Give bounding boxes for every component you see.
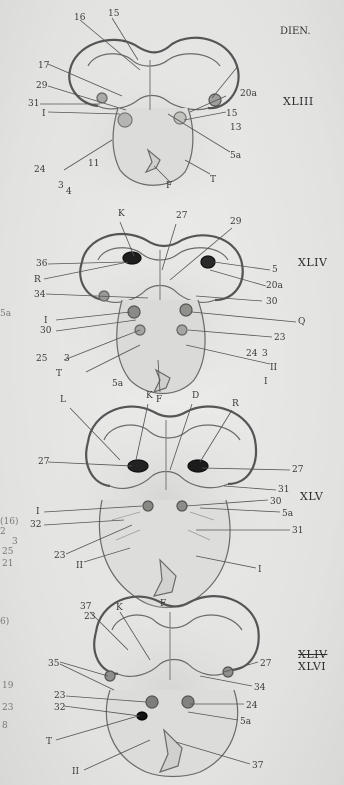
label: 30 xyxy=(40,327,51,336)
label: 29 xyxy=(36,82,47,91)
label: 16 xyxy=(74,14,85,23)
label: 34 xyxy=(254,684,265,693)
margin-label: 6) xyxy=(0,618,9,627)
label: 32 xyxy=(54,704,65,713)
label: 20a xyxy=(266,282,283,291)
margin-label: 3 xyxy=(12,538,18,547)
label: 30 xyxy=(266,298,277,307)
label: II xyxy=(72,768,79,777)
label: F xyxy=(166,182,172,191)
label: 25 xyxy=(36,355,47,364)
label: T xyxy=(56,370,62,379)
label: 5a xyxy=(282,510,293,519)
label: 5a xyxy=(230,152,241,161)
label: I xyxy=(264,378,268,387)
label: Q xyxy=(298,318,305,327)
section-label-xliv: XLIV xyxy=(298,256,327,269)
label: 23 xyxy=(54,552,65,561)
label: 32 xyxy=(30,521,41,530)
label: K xyxy=(116,604,123,613)
section-xlv xyxy=(55,405,275,608)
label: 31 xyxy=(278,486,289,495)
section-label-xlv: XLV xyxy=(300,490,323,503)
label: 27 xyxy=(292,466,303,475)
label: 3 xyxy=(58,182,64,191)
label: D xyxy=(192,392,199,401)
margin-label: 5a xyxy=(0,310,11,319)
label: 3 xyxy=(262,350,268,359)
label: I xyxy=(42,110,46,119)
label: 4 xyxy=(66,188,72,197)
label: 35 xyxy=(48,660,59,669)
label: T xyxy=(46,738,52,747)
label: 5 xyxy=(272,266,278,275)
margin-label: 2 xyxy=(0,528,6,537)
margin-label: 23 xyxy=(2,704,13,713)
label: 37 xyxy=(80,603,91,612)
label: 13 xyxy=(230,124,241,133)
label: F xyxy=(156,396,162,405)
margin-label: 25 xyxy=(2,548,13,557)
label: I xyxy=(258,566,262,575)
label: T xyxy=(210,176,216,185)
label: 31 xyxy=(292,527,303,536)
label: 24 xyxy=(34,166,45,175)
section-label-xliii: XLIII xyxy=(283,95,314,108)
label: 24 xyxy=(246,702,257,711)
label: 24 xyxy=(246,350,257,359)
label: 20a xyxy=(240,90,257,99)
label: 27 xyxy=(260,660,271,669)
label: 15 xyxy=(226,110,237,119)
margin-label: 8 xyxy=(2,722,8,731)
label: II xyxy=(270,364,277,373)
label: 27 xyxy=(38,458,49,467)
label: 5a xyxy=(112,380,123,389)
label: R xyxy=(232,400,239,409)
label: 3 xyxy=(64,355,70,364)
label: I xyxy=(36,508,40,517)
label: 23 xyxy=(84,613,95,622)
label: 37 xyxy=(252,762,263,771)
label: 11 xyxy=(88,160,99,169)
label: 31 xyxy=(28,100,39,109)
label: 23 xyxy=(274,334,285,343)
label: K xyxy=(146,392,153,401)
label: F xyxy=(160,600,166,609)
label: 30 xyxy=(270,498,281,507)
margin-label: 21 xyxy=(2,560,13,569)
label: 36 xyxy=(36,260,47,269)
section-xliv xyxy=(60,234,260,400)
margin-label: 19 xyxy=(2,682,13,691)
label: 27 xyxy=(176,212,187,221)
label: 15 xyxy=(108,10,119,19)
label: I xyxy=(44,317,48,326)
label: 17 xyxy=(38,62,49,71)
section-label-xlvi: XLVI xyxy=(298,660,326,673)
label: 23 xyxy=(54,692,65,701)
label: 29 xyxy=(230,218,241,227)
section-xlvi xyxy=(60,596,280,780)
label: R xyxy=(34,276,41,285)
label: II xyxy=(76,562,83,571)
plate-title: DIEN. xyxy=(280,26,311,37)
label: 5a xyxy=(240,718,251,727)
label: L xyxy=(60,396,66,405)
margin-label: (16) xyxy=(0,518,18,527)
label: 34 xyxy=(34,291,45,300)
label: K xyxy=(118,210,125,219)
